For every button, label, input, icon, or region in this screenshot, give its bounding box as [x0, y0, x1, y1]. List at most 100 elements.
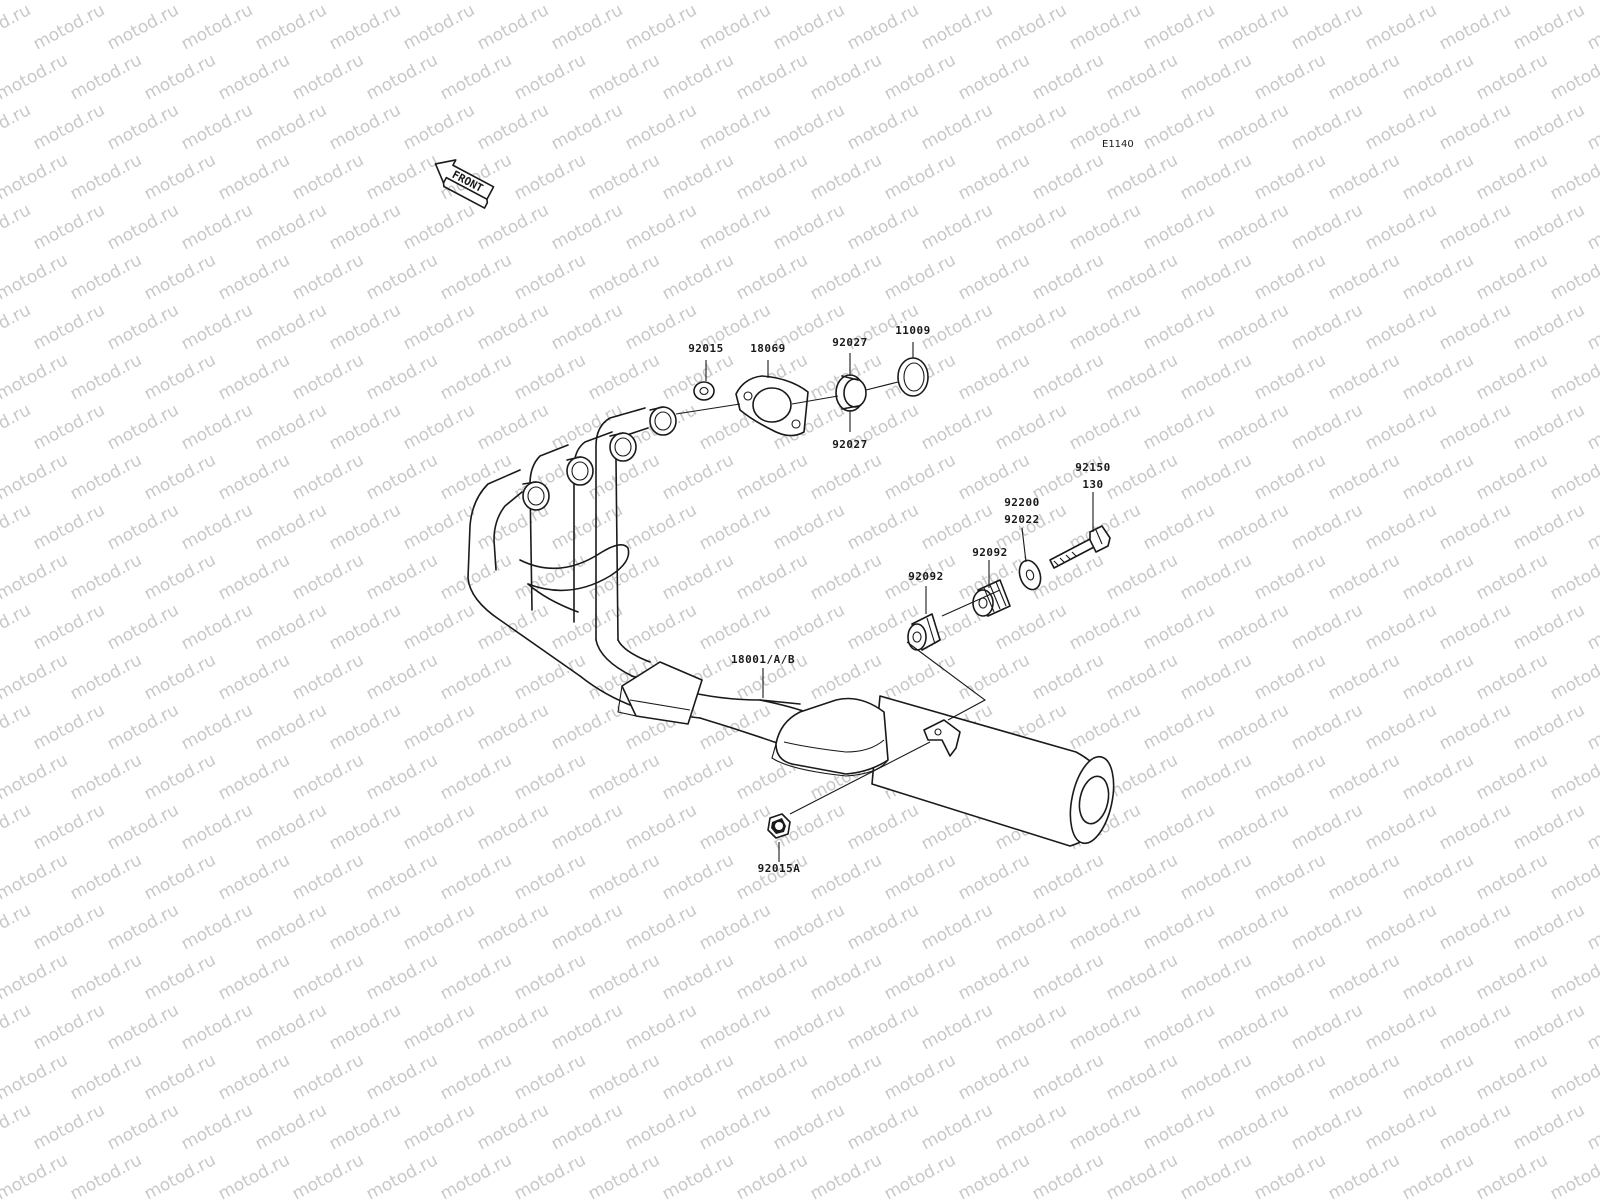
watermark-text: motod.ru	[1473, 950, 1551, 1004]
watermark-text: motod.ru	[585, 150, 663, 204]
watermark-text: motod.ru	[0, 700, 34, 754]
watermark-text: motod.ru	[511, 950, 589, 1004]
watermark-text: motod.ru	[1177, 750, 1255, 804]
watermark-text: motod.ru	[1584, 800, 1600, 854]
watermark-text: motod.ru	[400, 800, 478, 854]
watermark-text: motod.ru	[0, 900, 34, 954]
watermark-text: motod.ru	[1140, 800, 1218, 854]
watermark-text: motod.ru	[104, 1000, 182, 1054]
watermark-text: motod.ru	[1362, 900, 1440, 954]
watermark-text: motod.ru	[215, 450, 293, 504]
watermark-text: motod.ru	[992, 1100, 1070, 1154]
muffler	[771, 695, 1115, 847]
watermark-text: motod.ru	[67, 550, 145, 604]
watermark-text: motod.ru	[104, 0, 182, 54]
watermark-text: motod.ru	[215, 950, 293, 1004]
watermark-text: motod.ru	[1436, 1000, 1514, 1054]
watermark-text: motod.ru	[1436, 1100, 1514, 1154]
watermark-text: motod.ru	[770, 200, 848, 254]
watermark-text: motod.ru	[1436, 300, 1514, 354]
watermark-text: motod.ru	[1547, 850, 1600, 904]
watermark-text: motod.ru	[30, 300, 108, 354]
watermark-text: motod.ru	[1251, 350, 1329, 404]
watermark-text: motod.ru	[1214, 0, 1292, 54]
watermark-text: motod.ru	[1584, 400, 1600, 454]
watermark-text: motod.ru	[1066, 1100, 1144, 1154]
watermark-text: motod.ru	[1547, 50, 1600, 104]
watermark-text: motod.ru	[363, 450, 441, 504]
watermark-text: motod.ru	[400, 300, 478, 354]
watermark-text: motod.ru	[696, 0, 774, 54]
watermark-text: motod.ru	[1214, 700, 1292, 754]
watermark-text: motod.ru	[1473, 50, 1551, 104]
watermark-text: motod.ru	[918, 200, 996, 254]
watermark-text: motod.ru	[881, 1050, 959, 1104]
flange-18069	[735, 375, 809, 437]
watermark-text: motod.ru	[955, 1050, 1033, 1104]
watermark-text: motod.ru	[363, 250, 441, 304]
watermark-text: motod.ru	[1177, 250, 1255, 304]
watermark-text: motod.ru	[1177, 0, 1255, 4]
watermark-text: motod.ru	[1584, 1000, 1600, 1054]
watermark-text: motod.ru	[400, 900, 478, 954]
watermark-text: motod.ru	[733, 1050, 811, 1104]
watermark-text: motod.ru	[1066, 300, 1144, 354]
watermark-text: motod.ru	[141, 450, 219, 504]
watermark-text: motod.ru	[585, 950, 663, 1004]
bolt-92150	[1049, 525, 1111, 569]
watermark-text: motod.ru	[1066, 200, 1144, 254]
watermark-text: motod.ru	[289, 550, 367, 604]
watermark-text: motod.ru	[511, 650, 589, 704]
watermark-text: motod.ru	[1584, 200, 1600, 254]
watermark-text: motod.ru	[881, 50, 959, 104]
watermark-text: motod.ru	[289, 50, 367, 104]
watermark-text: motod.ru	[733, 50, 811, 104]
watermark-text: motod.ru	[326, 300, 404, 354]
watermark-text: motod.ru	[548, 900, 626, 954]
nut-92015	[693, 381, 715, 401]
watermark-text: motod.ru	[215, 0, 293, 4]
watermark-text: motod.ru	[363, 750, 441, 804]
watermark-text: motod.ru	[1547, 450, 1600, 504]
watermark-text: motod.ru	[1473, 350, 1551, 404]
watermark-text: motod.ru	[326, 0, 404, 54]
watermark-text: motod.ru	[437, 250, 515, 304]
watermark-text: motod.ru	[104, 100, 182, 154]
watermark-text: motod.ru	[1177, 150, 1255, 204]
watermark-text: motod.ru	[1177, 350, 1255, 404]
watermark-text: motod.ru	[918, 100, 996, 154]
watermark-text: motod.ru	[955, 150, 1033, 204]
watermark-text: motod.ru	[1029, 150, 1107, 204]
watermark-text: motod.ru	[0, 450, 71, 504]
watermark-text: motod.ru	[437, 950, 515, 1004]
watermark-text: motod.ru	[1251, 1050, 1329, 1104]
watermark-text: motod.ru	[1288, 300, 1366, 354]
watermark-text: motod.ru	[1140, 1000, 1218, 1054]
watermark-text: motod.ru	[1362, 1100, 1440, 1154]
watermark-text: motod.ru	[1140, 600, 1218, 654]
watermark-text: motod.ru	[1436, 900, 1514, 954]
watermark-text: motod.ru	[992, 400, 1070, 454]
watermark-text: motod.ru	[141, 50, 219, 104]
watermark-text: motod.ru	[622, 100, 700, 154]
watermark-text: motod.ru	[0, 150, 71, 204]
watermark-text: motod.ru	[511, 250, 589, 304]
watermark-text: motod.ru	[104, 200, 182, 254]
watermark-text: motod.ru	[1251, 750, 1329, 804]
watermark-text: motod.ru	[696, 1000, 774, 1054]
watermark-text: motod.ru	[1436, 600, 1514, 654]
watermark-text: motod.ru	[0, 1150, 71, 1200]
watermark-text: motod.ru	[1325, 0, 1403, 4]
exhaust-header-pipes	[467, 406, 677, 677]
watermark-text: motod.ru	[0, 500, 34, 554]
watermark-text: motod.ru	[696, 600, 774, 654]
watermark-text: motod.ru	[659, 0, 737, 4]
gasket-11009	[897, 357, 929, 397]
watermark-text: motod.ru	[437, 550, 515, 604]
watermark-text: motod.ru	[622, 800, 700, 854]
watermark-text: motod.ru	[1399, 350, 1477, 404]
watermark-text: motod.ru	[1436, 500, 1514, 554]
watermark-text: motod.ru	[1029, 1050, 1107, 1104]
watermark-text: motod.ru	[363, 850, 441, 904]
